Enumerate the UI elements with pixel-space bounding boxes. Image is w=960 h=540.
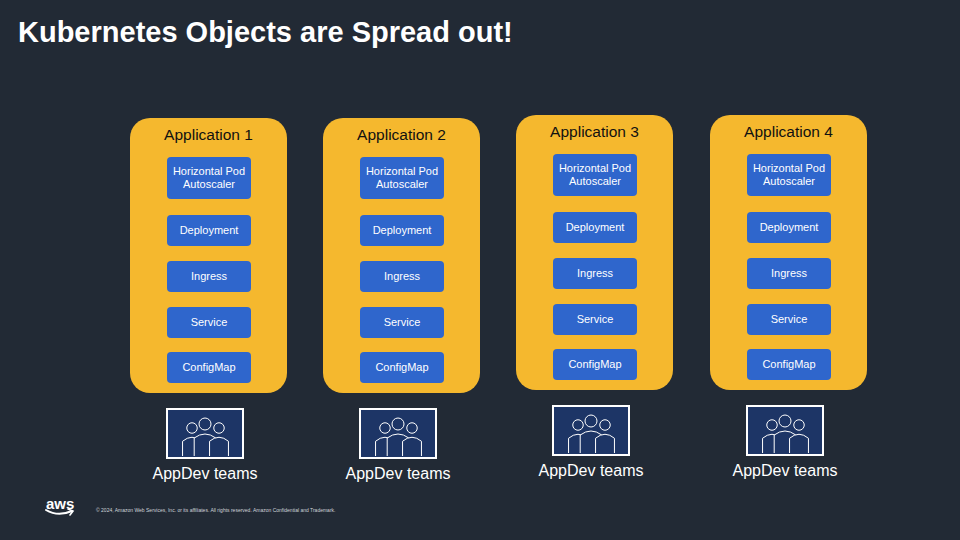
team-label: AppDev teams	[516, 461, 666, 480]
k8s-object-label: Ingress	[771, 267, 807, 280]
k8s-object-label: Deployment	[566, 221, 625, 234]
k8s-object-box: ConfigMap	[747, 349, 831, 380]
k8s-object-label: ConfigMap	[375, 361, 428, 374]
team-label: AppDev teams	[710, 461, 860, 480]
k8s-object-box: Deployment	[167, 215, 251, 246]
k8s-object-label: Deployment	[180, 224, 239, 237]
application-title: Application 2	[323, 126, 480, 144]
k8s-object-box: Horizontal Pod Autoscaler	[167, 157, 251, 199]
k8s-object-label: Horizontal Pod Autoscaler	[751, 162, 827, 188]
application-title: Application 4	[710, 123, 867, 141]
k8s-object-label: Horizontal Pod Autoscaler	[557, 162, 633, 188]
k8s-object-label: ConfigMap	[568, 358, 621, 371]
team-group: AppDev teams	[323, 408, 473, 486]
people-icon	[748, 407, 822, 454]
application-title: Application 1	[130, 126, 287, 144]
k8s-object-box: Ingress	[167, 261, 251, 292]
application-panel: Application 4 Horizontal Pod AutoscalerDe…	[710, 115, 867, 390]
k8s-object-box: Service	[167, 307, 251, 338]
people-icon	[554, 407, 628, 454]
k8s-object-label: Ingress	[577, 267, 613, 280]
k8s-object-box: ConfigMap	[360, 352, 444, 383]
k8s-object-box: Deployment	[360, 215, 444, 246]
k8s-object-label: Service	[191, 316, 228, 329]
k8s-object-box: Horizontal Pod Autoscaler	[747, 154, 831, 196]
k8s-object-box: Service	[553, 304, 637, 335]
k8s-object-box: Horizontal Pod Autoscaler	[360, 157, 444, 199]
people-icon	[361, 410, 435, 457]
k8s-object-box: Ingress	[553, 258, 637, 289]
k8s-object-label: Ingress	[191, 270, 227, 283]
k8s-object-label: Ingress	[384, 270, 420, 283]
team-icon	[552, 405, 630, 456]
k8s-object-label: ConfigMap	[762, 358, 815, 371]
k8s-object-box: ConfigMap	[167, 352, 251, 383]
application-panel: Application 1 Horizontal Pod AutoscalerDe…	[130, 118, 287, 393]
k8s-object-box: Ingress	[360, 261, 444, 292]
team-group: AppDev teams	[710, 405, 860, 483]
k8s-object-box: ConfigMap	[553, 349, 637, 380]
aws-logo-text: aws	[46, 496, 74, 511]
k8s-object-label: Horizontal Pod Autoscaler	[171, 165, 247, 191]
team-icon	[746, 405, 824, 456]
k8s-object-label: Horizontal Pod Autoscaler	[364, 165, 440, 191]
k8s-object-box: Deployment	[553, 212, 637, 243]
k8s-object-label: Service	[577, 313, 614, 326]
k8s-object-box: Deployment	[747, 212, 831, 243]
team-icon	[166, 408, 244, 459]
k8s-object-label: ConfigMap	[182, 361, 235, 374]
people-icon	[168, 410, 242, 457]
team-icon	[359, 408, 437, 459]
k8s-object-box: Service	[360, 307, 444, 338]
k8s-object-box: Ingress	[747, 258, 831, 289]
k8s-object-label: Service	[384, 316, 421, 329]
team-label: AppDev teams	[323, 464, 473, 483]
k8s-object-label: Service	[771, 313, 808, 326]
copyright-note: © 2024, Amazon Web Services, Inc. or its…	[96, 507, 335, 513]
application-panel: Application 2 Horizontal Pod AutoscalerDe…	[323, 118, 480, 393]
slide-title: Kubernetes Objects are Spread out!	[18, 16, 513, 49]
application-title: Application 3	[516, 123, 673, 141]
k8s-object-box: Service	[747, 304, 831, 335]
team-group: AppDev teams	[130, 408, 280, 486]
k8s-object-label: Deployment	[760, 221, 819, 234]
team-label: AppDev teams	[130, 464, 280, 483]
k8s-object-label: Deployment	[373, 224, 432, 237]
application-panel: Application 3 Horizontal Pod AutoscalerDe…	[516, 115, 673, 390]
team-group: AppDev teams	[516, 405, 666, 483]
k8s-object-box: Horizontal Pod Autoscaler	[553, 154, 637, 196]
